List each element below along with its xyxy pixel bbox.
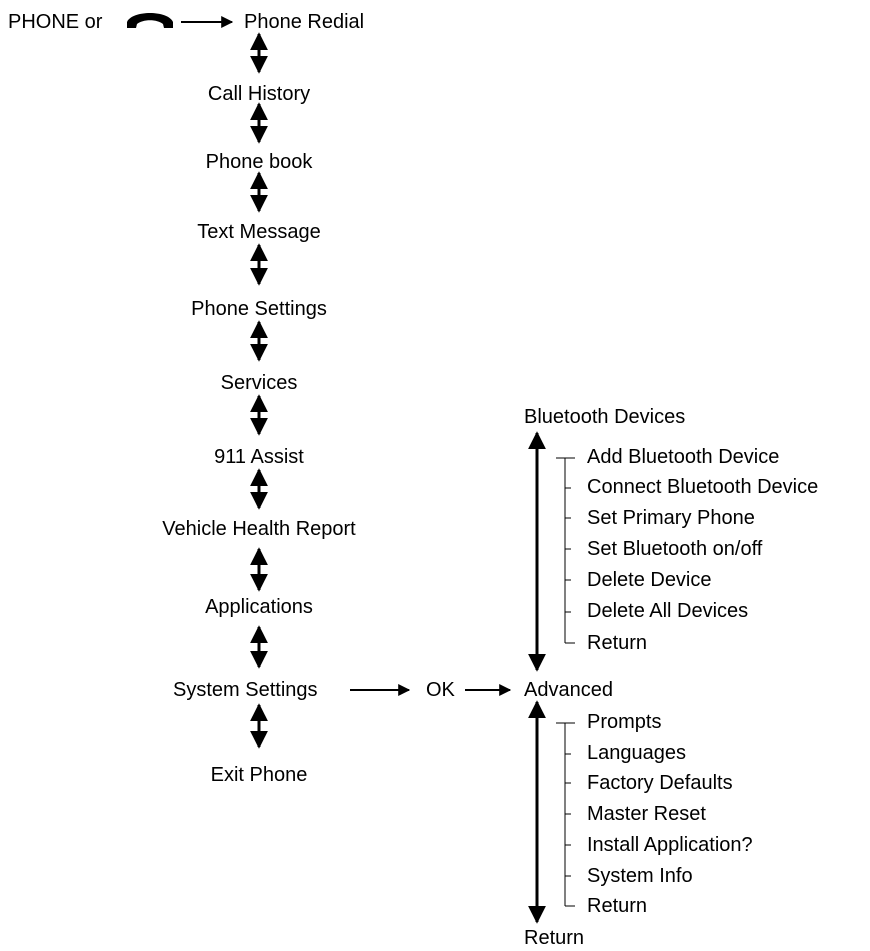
bluetooth-devices-title: Bluetooth Devices (524, 406, 686, 428)
menu-item-call-history: Call History (207, 83, 311, 105)
entry-label: PHONE or (8, 11, 103, 33)
menu-item-applications: Applications (205, 596, 313, 618)
advanced-item-system-info: System Info (587, 865, 693, 887)
menu-item-phone-book: Phone book (205, 151, 313, 173)
bluetooth-item-add: Add Bluetooth Device (587, 446, 780, 468)
menu-item-services: Services (220, 372, 298, 394)
menu-item-system-settings: System Settings (173, 679, 318, 701)
bluetooth-item-delete-device: Delete Device (587, 569, 712, 591)
advanced-title: Advanced (524, 679, 613, 701)
advanced-item-master-reset: Master Reset (587, 803, 706, 825)
advanced-item-prompts: Prompts (587, 711, 662, 733)
menu-item-exit-phone: Exit Phone (210, 764, 308, 786)
advanced-item-factory-defaults: Factory Defaults (587, 772, 733, 794)
advanced-item-return: Return (587, 895, 648, 917)
menu-item-phone-redial: Phone Redial (244, 11, 365, 33)
menu-item-phone-settings: Phone Settings (191, 298, 327, 320)
menu-item-911-assist: 911 Assist (214, 446, 304, 468)
bluetooth-bracket (556, 457, 575, 644)
bluetooth-item-return: Return (587, 632, 648, 654)
bluetooth-item-delete-all: Delete All Devices (587, 600, 749, 622)
ok-label: OK (426, 679, 455, 701)
phone-handset-icon (127, 13, 173, 28)
advanced-bracket (556, 722, 575, 907)
menu-item-text-message: Text Message (197, 221, 321, 243)
horizontal-arrows (181, 16, 512, 696)
menu-item-vehicle-health-report: Vehicle Health Report (162, 518, 356, 540)
bluetooth-item-on-off: Set Bluetooth on/off (587, 538, 763, 560)
bottom-return-label: Return (524, 927, 585, 949)
bluetooth-item-connect: Connect Bluetooth Device (587, 476, 819, 498)
advanced-item-languages: Languages (587, 742, 686, 764)
advanced-item-install-application: Install Application? (587, 834, 753, 856)
bluetooth-item-primary-phone: Set Primary Phone (587, 507, 755, 529)
